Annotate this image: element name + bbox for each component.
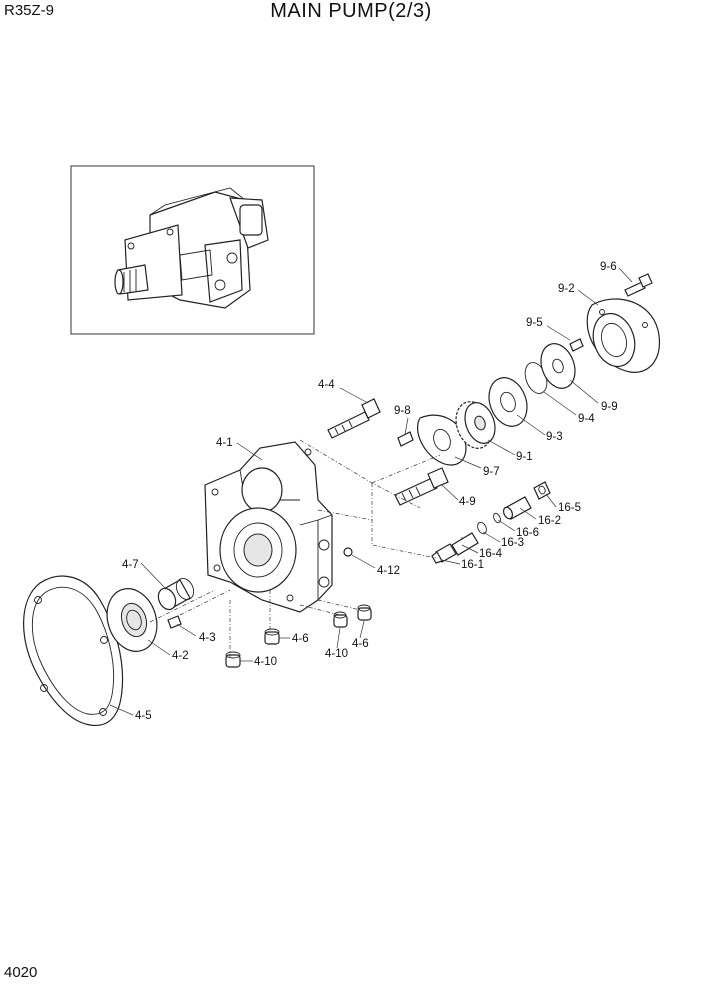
part-4-4-bolt bbox=[327, 398, 381, 439]
callout-9-3: 9-3 bbox=[546, 431, 563, 443]
part-4-10-plug-right bbox=[333, 611, 348, 628]
part-9-5-pin bbox=[569, 338, 584, 352]
callout-4-4: 4-4 bbox=[318, 379, 335, 391]
callout-4-6-right: 4-6 bbox=[352, 638, 369, 650]
part-4-5-gasket bbox=[23, 575, 124, 726]
callout-9-9: 9-9 bbox=[601, 401, 618, 413]
part-9-2-cover bbox=[586, 298, 660, 373]
part-16-2-valve-body bbox=[502, 496, 532, 520]
callout-4-9: 4-9 bbox=[459, 496, 476, 508]
part-9-1-gear bbox=[455, 401, 496, 449]
callout-9-1: 9-1 bbox=[516, 451, 533, 463]
part-4-6-plug-left bbox=[264, 628, 280, 645]
callout-4-12: 4-12 bbox=[377, 565, 400, 577]
callout-9-8: 9-8 bbox=[394, 405, 411, 417]
part-9-3-plate bbox=[488, 377, 528, 427]
leader-lines bbox=[109, 267, 633, 716]
callout-9-6: 9-6 bbox=[600, 261, 617, 273]
part-4-3-pin bbox=[167, 615, 182, 629]
callout-4-10-right: 4-10 bbox=[325, 648, 348, 660]
part-16-6-washer bbox=[493, 512, 501, 524]
part-4-7-bush bbox=[157, 578, 195, 611]
callout-9-2: 9-2 bbox=[558, 283, 575, 295]
model-code: R35Z-9 bbox=[4, 2, 55, 19]
callout-16-5: 16-5 bbox=[558, 502, 581, 514]
inset-assembly-view bbox=[70, 165, 315, 335]
callout-4-7: 4-7 bbox=[122, 559, 139, 571]
callout-16-6: 16-6 bbox=[516, 527, 539, 539]
callout-16-4: 16-4 bbox=[479, 548, 503, 560]
callout-4-3: 4-3 bbox=[199, 632, 216, 644]
callout-4-10-left: 4-10 bbox=[254, 656, 277, 668]
callout-4-6-left: 4-6 bbox=[292, 633, 309, 645]
callout-4-5: 4-5 bbox=[135, 710, 152, 722]
part-16-5-nut bbox=[533, 481, 551, 500]
part-4-2-plate bbox=[106, 588, 158, 652]
part-9-6-bolt bbox=[624, 273, 653, 297]
callout-9-5: 9-5 bbox=[526, 317, 543, 329]
callout-4-2: 4-2 bbox=[172, 650, 189, 662]
part-4-1-housing bbox=[204, 441, 333, 613]
callout-4-1: 4-1 bbox=[216, 437, 233, 449]
part-9-8-pin bbox=[397, 431, 414, 447]
page-title: MAIN PUMP(2/3) bbox=[270, 0, 432, 22]
page-number: 4020 bbox=[4, 964, 38, 981]
alignment-lines bbox=[149, 439, 441, 660]
part-9-9-plate bbox=[540, 343, 576, 389]
callout-9-7: 9-7 bbox=[483, 466, 500, 478]
callout-16-2: 16-2 bbox=[538, 515, 561, 527]
part-16-1-valve-poppet bbox=[431, 543, 457, 564]
part-16-4-spring bbox=[451, 532, 479, 556]
part-9-7-plate bbox=[417, 414, 467, 466]
callout-9-4: 9-4 bbox=[578, 413, 595, 425]
part-16-3-o-ring bbox=[477, 521, 487, 535]
part-4-6-plug-right bbox=[357, 604, 372, 621]
callout-16-3: 16-3 bbox=[501, 537, 524, 549]
part-4-10-plug-left bbox=[225, 651, 241, 668]
callout-labels: 4-4 4-1 4-7 4-3 4-2 4-5 4-6 4-10 4-10 4-… bbox=[122, 261, 618, 722]
callout-16-1: 16-1 bbox=[461, 559, 484, 571]
part-4-9-bolt bbox=[394, 467, 449, 506]
part-4-12-plug bbox=[343, 547, 353, 557]
